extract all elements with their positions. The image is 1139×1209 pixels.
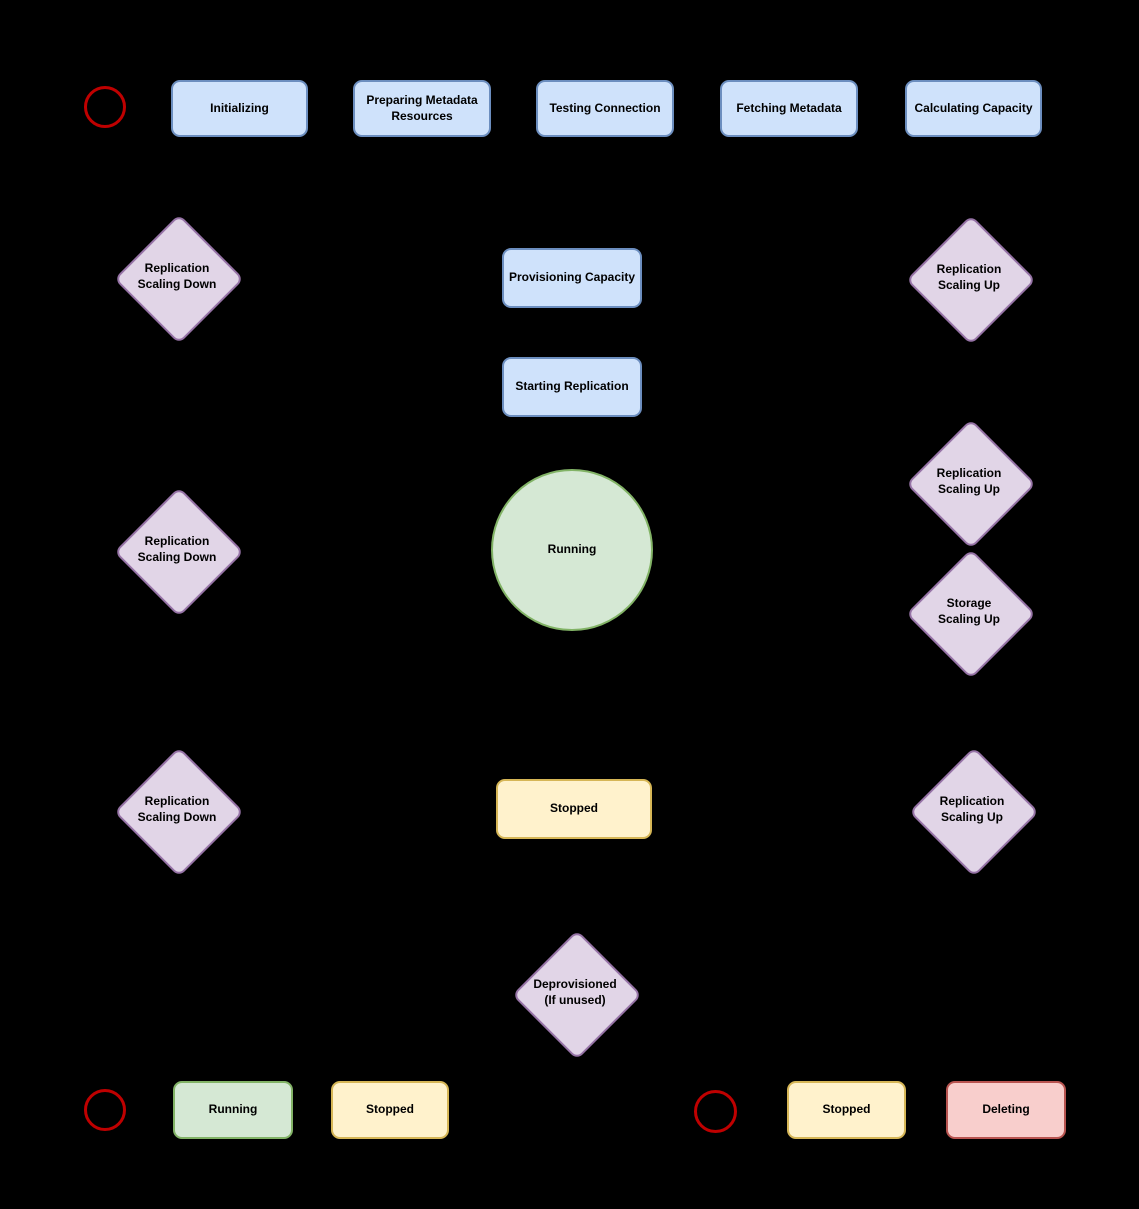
state-label: Initializing (210, 100, 269, 115)
start-state-icon (694, 1090, 737, 1133)
start-state-icon (84, 1089, 126, 1131)
state-label: Provisioning Capacity (508, 270, 636, 285)
state-label: Stopped (366, 1102, 414, 1117)
state-label: Stopped (822, 1102, 871, 1117)
state-running-bottom: Running (173, 1081, 293, 1139)
state-label: Starting Replication (515, 379, 629, 394)
start-state-icon (84, 86, 126, 128)
state-label: Deleting (982, 1102, 1030, 1117)
state-stopped-bottom-left: Stopped (331, 1081, 449, 1139)
state-testing-connection: Testing Connection (536, 80, 674, 137)
state-replication-scaling-down-2: Replication Scaling Down (113, 486, 245, 618)
state-initializing: Initializing (171, 80, 308, 137)
state-starting-replication: Starting Replication (502, 357, 642, 417)
diamond-shape (113, 746, 245, 878)
diamond-shape (113, 486, 245, 618)
state-label: Fetching Metadata (736, 100, 842, 115)
diamond-shape (905, 418, 1037, 550)
state-stopped-center: Stopped (496, 779, 652, 839)
state-replication-scaling-up-1: Replication Scaling Up (905, 214, 1037, 346)
state-deleting: Deleting (946, 1081, 1066, 1139)
state-provisioning-capacity: Provisioning Capacity (502, 248, 642, 308)
diamond-shape (113, 213, 245, 345)
state-storage-scaling-up: Storage Scaling Up (905, 548, 1037, 680)
state-label: Running (208, 1102, 258, 1117)
state-preparing-metadata-resources: Preparing Metadata Resources (353, 80, 491, 137)
state-label: Calculating Capacity (914, 100, 1033, 115)
diamond-shape (905, 214, 1037, 346)
state-replication-scaling-down-3: Replication Scaling Down (113, 746, 245, 878)
state-replication-scaling-up-2: Replication Scaling Up (905, 418, 1037, 550)
state-label: Preparing Metadata Resources (366, 92, 478, 123)
state-label: Testing Connection (549, 100, 661, 115)
diamond-shape (905, 548, 1037, 680)
state-label: Stopped (550, 801, 598, 816)
diamond-shape (511, 929, 643, 1061)
state-fetching-metadata: Fetching Metadata (720, 80, 858, 137)
state-stopped-bottom-right: Stopped (787, 1081, 906, 1139)
state-replication-scaling-up-3: Replication Scaling Up (908, 746, 1040, 878)
diamond-shape (908, 746, 1040, 878)
state-label: Running (547, 542, 597, 557)
state-running: Running (491, 469, 653, 631)
state-deprovisioned: Deprovisioned (If unused) (511, 929, 643, 1061)
state-replication-scaling-down-1: Replication Scaling Down (113, 213, 245, 345)
state-calculating-capacity: Calculating Capacity (905, 80, 1042, 137)
